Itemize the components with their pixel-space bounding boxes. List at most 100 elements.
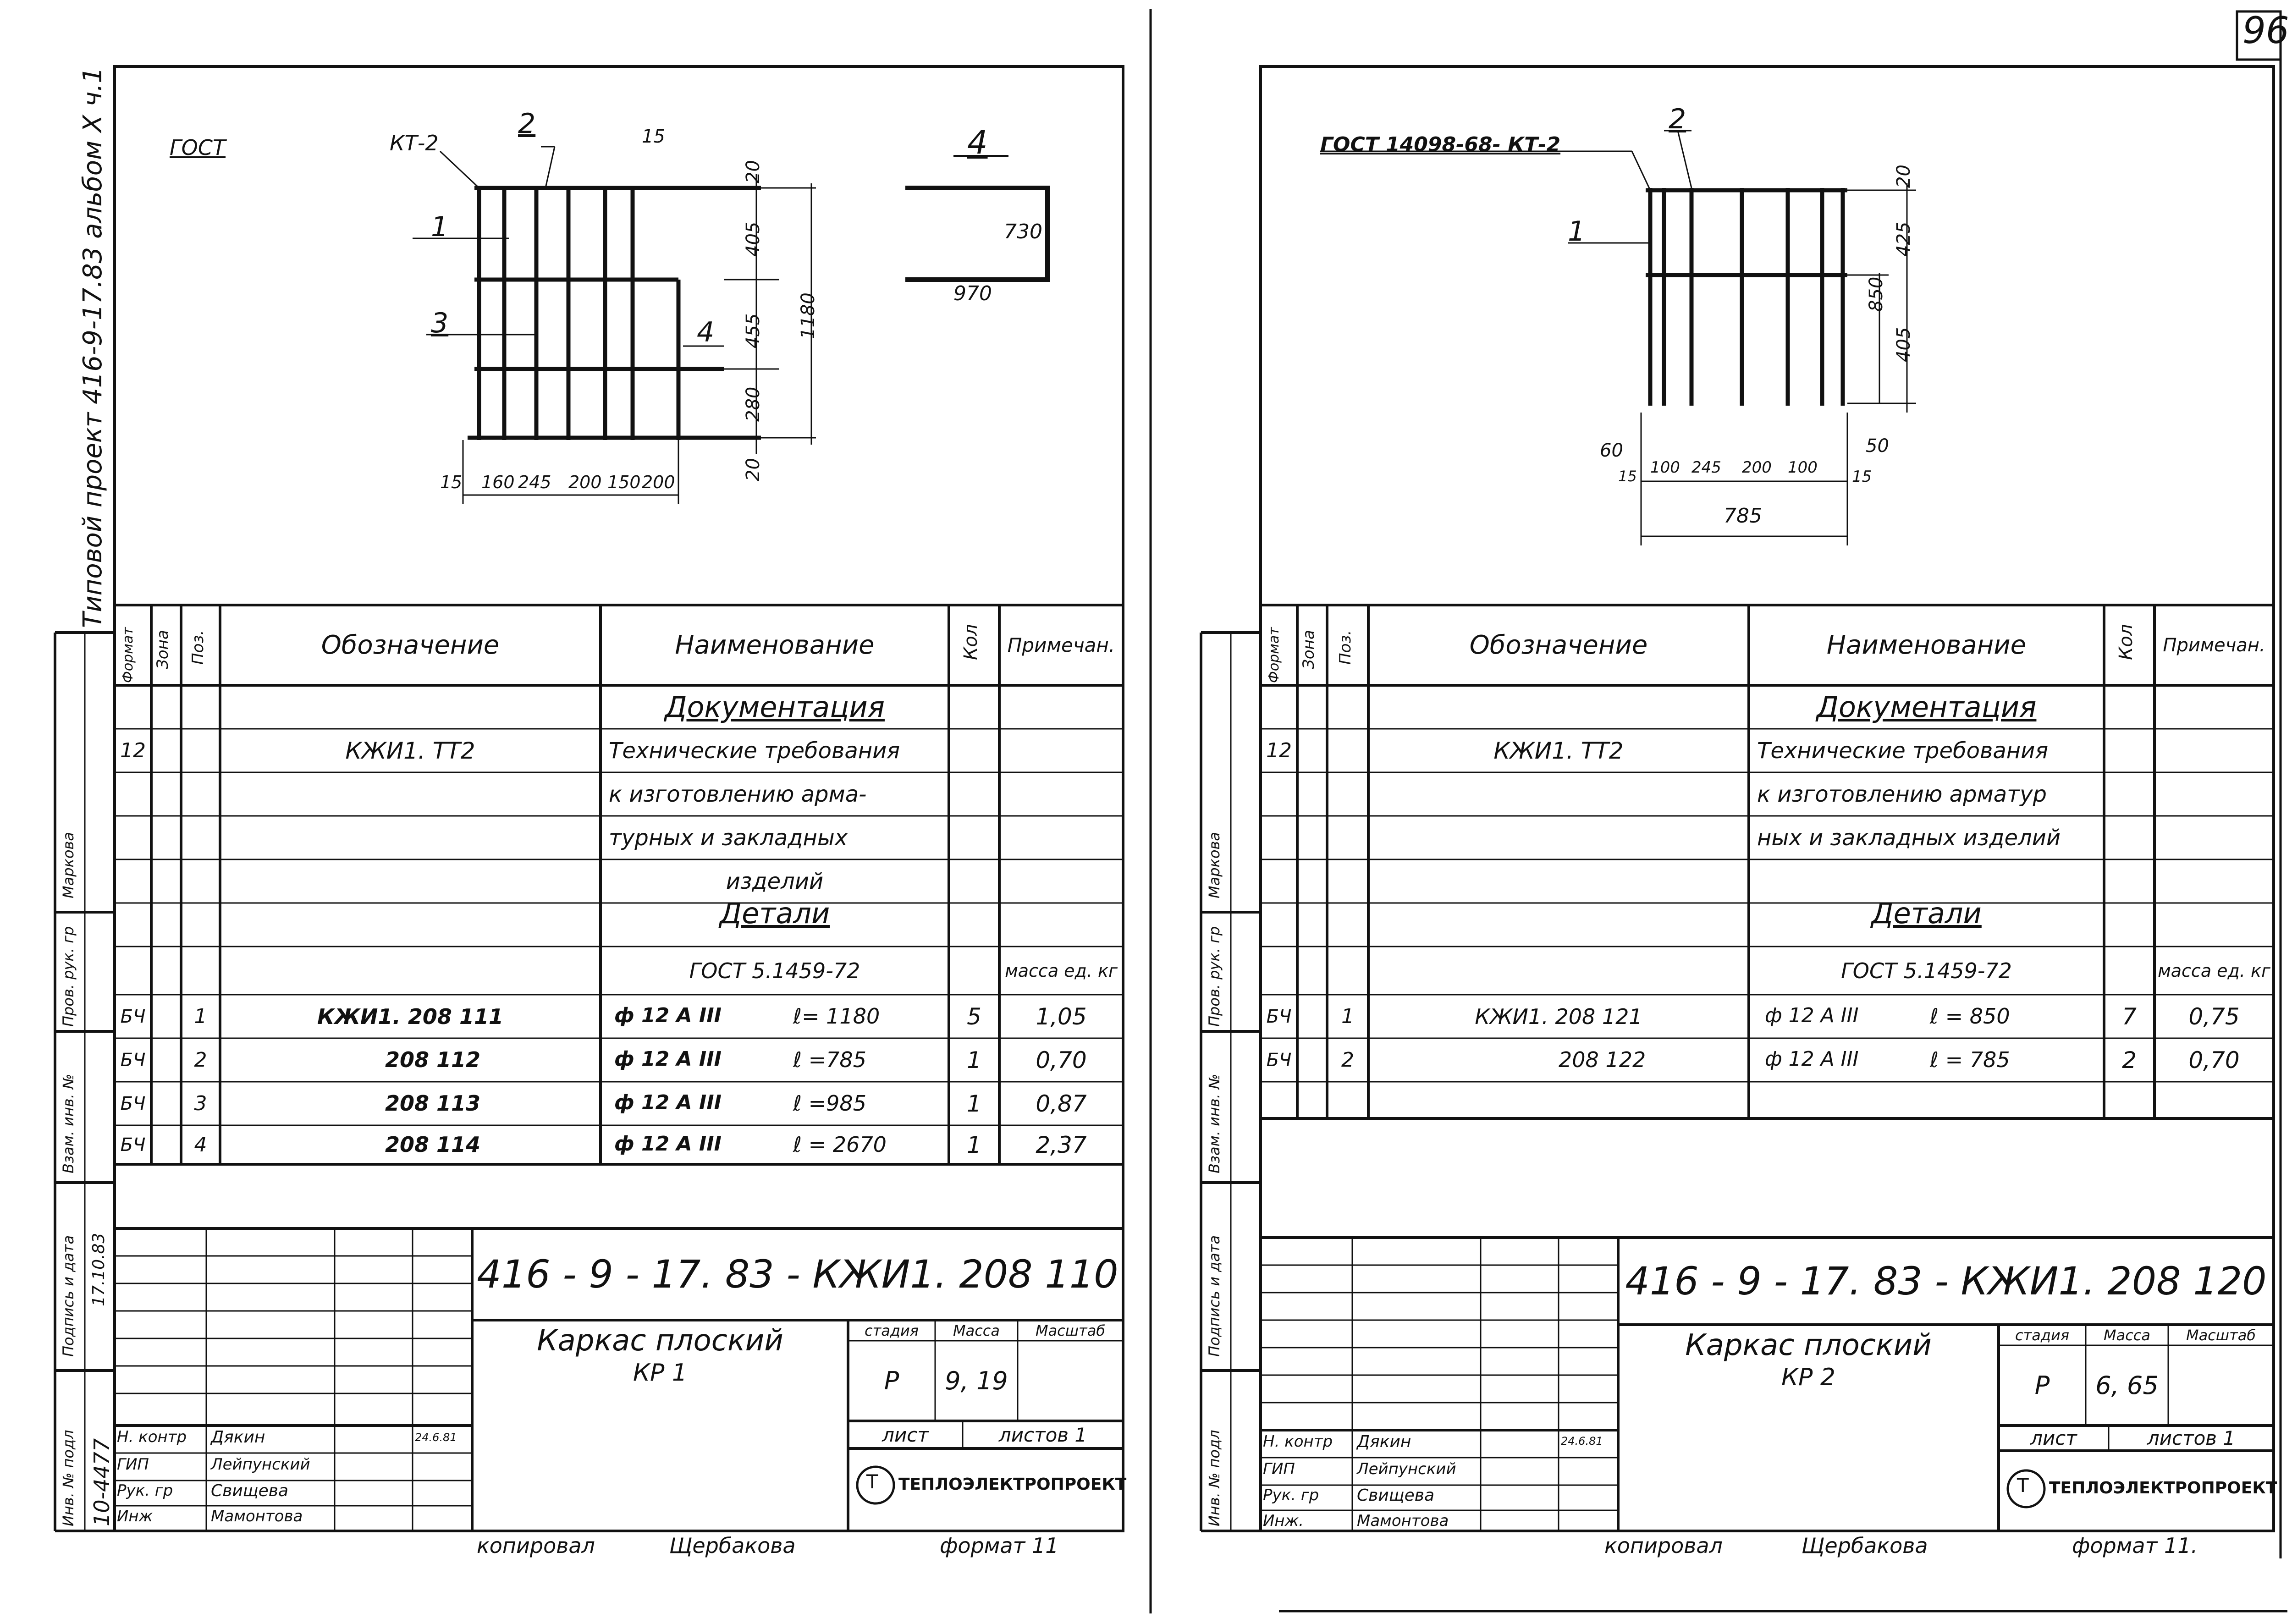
left-r1-format: БЧ bbox=[120, 1006, 146, 1027]
left-docs-line-2: турных и закладных bbox=[609, 825, 848, 851]
left-mass: 9, 19 bbox=[945, 1366, 1008, 1395]
left-side-check: Пров. рук. гр bbox=[60, 926, 77, 1027]
left-doc-name-1: Каркас плоский bbox=[537, 1324, 783, 1358]
left-r1-qty: 5 bbox=[967, 1003, 981, 1030]
left-r2-format: БЧ bbox=[120, 1049, 146, 1071]
left-callout-3: 3 bbox=[431, 307, 449, 339]
left-doc-name-2: КР 1 bbox=[633, 1359, 687, 1387]
left-bent-bar-width: 970 bbox=[953, 282, 992, 305]
left-r3-pos: 3 bbox=[194, 1092, 207, 1115]
right-org-logo-icon: Т bbox=[2017, 1474, 2029, 1497]
right-r2-len: ℓ = 785 bbox=[1930, 1047, 2010, 1072]
right-dim-b3: 245 bbox=[1691, 458, 1721, 477]
right-gost-label: ГОСТ 14098-68- КТ-2 bbox=[1320, 133, 1561, 156]
left-r2-len: ℓ =785 bbox=[793, 1047, 866, 1072]
right-docs-line-2: ных и закладных изделий bbox=[1757, 825, 2061, 851]
right-docs-format: 12 bbox=[1266, 739, 1292, 762]
left-r2-code: 208 112 bbox=[385, 1047, 481, 1072]
left-r1-note: 1,05 bbox=[1036, 1003, 1087, 1030]
left-r1-len: ℓ= 1180 bbox=[793, 1004, 880, 1029]
right-dim-r2: 405 bbox=[1893, 327, 1914, 362]
left-r4-qty: 1 bbox=[967, 1131, 981, 1158]
left-r2-qty: 1 bbox=[967, 1046, 981, 1073]
right-docs-code: КЖИ1. ТТ2 bbox=[1493, 737, 1624, 764]
right-role-2: Рук. гр bbox=[1263, 1486, 1319, 1504]
right-copied-label: копировал bbox=[1604, 1533, 1723, 1558]
right-dim-b2: 100 bbox=[1650, 458, 1680, 477]
left-dim-b1: 160 bbox=[481, 472, 515, 492]
right-r2-qty: 2 bbox=[2122, 1046, 2137, 1073]
left-org-logo-icon: Т bbox=[866, 1470, 878, 1493]
left-name-3: Мамонтова bbox=[211, 1507, 303, 1525]
right-sheets-label: листов 1 bbox=[2147, 1427, 2236, 1449]
right-dim-b5: 100 bbox=[1788, 458, 1818, 477]
left-role-3: Инж bbox=[117, 1507, 153, 1525]
right-callout-2: 2 bbox=[1669, 103, 1686, 135]
right-role-1: ГИП bbox=[1263, 1460, 1295, 1478]
side-title: Типовой проект 416-9-17.83 альбом Х ч.1 bbox=[78, 67, 108, 628]
left-format: формат 11 bbox=[940, 1533, 1059, 1558]
right-docs-line-1: к изготовлению арматур bbox=[1757, 781, 2047, 807]
right-name-2: Свищева bbox=[1357, 1486, 1435, 1505]
right-side-signer: Маркова bbox=[1206, 832, 1223, 898]
right-org-name: ТЕПЛОЭЛЕКТРОПРОЕКТ bbox=[2049, 1479, 2277, 1497]
right-mass-h: Масса bbox=[2103, 1326, 2150, 1344]
left-dim-r4: 20 bbox=[743, 458, 764, 481]
left-gost-line: ГОСТ 5.1459-72 bbox=[689, 958, 860, 983]
left-r4-format: БЧ bbox=[120, 1134, 146, 1156]
left-dim-r2: 455 bbox=[743, 313, 764, 348]
left-bent-bar-label: 4 bbox=[967, 124, 988, 161]
right-side-check: Пров. рук. гр bbox=[1206, 926, 1223, 1027]
left-h-designation: Обозначение bbox=[321, 630, 500, 660]
left-doc-code: 416 - 9 - 17. 83 - КЖИ1. 208 110 bbox=[477, 1252, 1118, 1297]
right-copier: Щербакова bbox=[1802, 1533, 1928, 1558]
right-dim-overall: 785 bbox=[1724, 504, 1762, 528]
left-r3-code: 208 113 bbox=[385, 1091, 481, 1116]
right-doc-code: 416 - 9 - 17. 83 - КЖИ1. 208 120 bbox=[1625, 1259, 2267, 1304]
left-docs-line-0: Технические требования bbox=[609, 738, 900, 764]
right-r1-name: ф 12 А III bbox=[1765, 1004, 1859, 1027]
left-docs-line-1: к изготовлению арма- bbox=[609, 781, 867, 807]
right-section-docs: Документация bbox=[1816, 690, 2037, 724]
right-r1-qty: 7 bbox=[2122, 1003, 2137, 1030]
right-r1-pos: 1 bbox=[1341, 1005, 1354, 1028]
right-dim-b4: 200 bbox=[1742, 458, 1772, 477]
left-r4-note: 2,37 bbox=[1036, 1131, 1087, 1158]
right-dim-r3: 850 bbox=[1866, 276, 1887, 312]
right-h-designation: Обозначение bbox=[1469, 630, 1648, 660]
left-dim-top: 15 bbox=[642, 126, 665, 147]
right-role-0: Н. контр bbox=[1263, 1432, 1333, 1451]
right-cage bbox=[1320, 130, 1916, 545]
right-dim-r0: 20 bbox=[1893, 165, 1914, 188]
left-r2-name: ф 12 А III bbox=[614, 1047, 722, 1071]
left-r4-code: 208 114 bbox=[385, 1132, 481, 1157]
left-r2-note: 0,70 bbox=[1036, 1046, 1087, 1073]
left-name-0: Дякин bbox=[211, 1428, 265, 1447]
right-name-0: Дякин bbox=[1357, 1432, 1411, 1451]
left-kt-label: КТ-2 bbox=[390, 131, 439, 155]
left-name-1: Лейпунский bbox=[211, 1455, 310, 1474]
left-section-details: Детали bbox=[719, 897, 830, 930]
right-r2-name: ф 12 А III bbox=[1765, 1047, 1859, 1071]
left-copier: Щербакова bbox=[669, 1533, 796, 1558]
right-r2-code: 208 122 bbox=[1559, 1047, 1646, 1072]
right-doc-name-1: Каркас плоский bbox=[1685, 1328, 1932, 1362]
left-role-0: Н. контр bbox=[117, 1428, 187, 1446]
left-side-sign: Подпись и дата bbox=[60, 1235, 77, 1357]
left-dim-b2: 245 bbox=[518, 472, 551, 492]
right-role-3: Инж. bbox=[1263, 1512, 1304, 1530]
left-callout-2: 2 bbox=[518, 108, 536, 140]
left-r4-len: ℓ = 2670 bbox=[793, 1132, 887, 1157]
right-gost-line: ГОСТ 5.1459-72 bbox=[1841, 958, 2012, 983]
right-format: формат 11. bbox=[2072, 1533, 2198, 1558]
right-doc-name-2: КР 2 bbox=[1781, 1364, 1835, 1391]
left-r4-pos: 4 bbox=[194, 1133, 207, 1156]
left-side-replace: Взам. инв. № bbox=[60, 1073, 77, 1173]
right-date: 24.6.81 bbox=[1561, 1435, 1603, 1448]
left-docs-format: 12 bbox=[120, 739, 146, 762]
right-r1-code: КЖИ1. 208 121 bbox=[1475, 1004, 1642, 1029]
left-scale-header: Масштаб bbox=[1035, 1321, 1106, 1339]
right-mass-header: масса ед. кг bbox=[2158, 960, 2270, 981]
